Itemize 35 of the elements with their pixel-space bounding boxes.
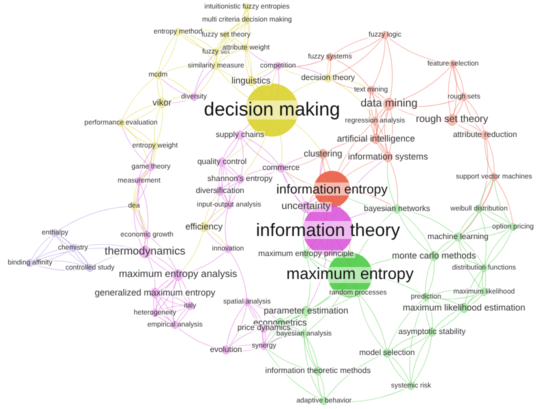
keyword-label: information theory — [254, 221, 402, 239]
keyword-label: rough set theory — [414, 115, 490, 125]
keyword-label: maximum entropy principle — [257, 250, 355, 258]
keyword-label: linguistics — [230, 76, 272, 86]
keyword-label: artificial intelligence — [336, 134, 416, 144]
keyword-label: price dynamics — [236, 324, 292, 332]
keyword-label: information systems — [346, 152, 430, 162]
keyword-label: bayesian networks — [362, 205, 432, 213]
keyword-label: information theoretic methods — [264, 367, 372, 375]
keyword-label: quality control — [196, 158, 248, 166]
keyword-label: uncertainty — [280, 202, 332, 212]
keyword-label: parameter estimation — [262, 306, 350, 316]
keyword-label: data mining — [360, 98, 418, 110]
keyword-label: generalized maximum entropy — [94, 288, 216, 298]
keyword-label: machine learning — [426, 233, 490, 241]
keyword-label: decision theory — [300, 74, 356, 82]
keyword-label: commerce — [261, 164, 301, 172]
keyword-label: supply chains — [214, 131, 266, 139]
keyword-label: econometrics — [252, 318, 308, 328]
keyword-label: clustering — [302, 150, 344, 158]
keyword-label: maximum likelihood estimation — [402, 304, 526, 312]
keyword-label: attribute reduction — [452, 131, 518, 139]
keyword-label: decision making — [202, 100, 342, 120]
keyword-label: asymptotic stability — [397, 328, 467, 336]
keyword-label: thermodynamics — [104, 246, 186, 258]
keyword-label: model selection — [358, 349, 416, 357]
keyword-label: vikor — [152, 98, 172, 108]
keyword-label: evolution — [208, 346, 244, 354]
keyword-label: maximum entropy — [285, 267, 415, 283]
keyword-label: monte carlo methods — [390, 252, 478, 260]
keyword-label: maximum entropy analysis — [118, 270, 238, 280]
keyword-label: shannon's entropy — [206, 175, 274, 183]
keyword-label: information entropy — [275, 182, 389, 196]
keyword-label: diversification — [194, 187, 246, 195]
keyword-label: efficiency — [184, 222, 224, 232]
